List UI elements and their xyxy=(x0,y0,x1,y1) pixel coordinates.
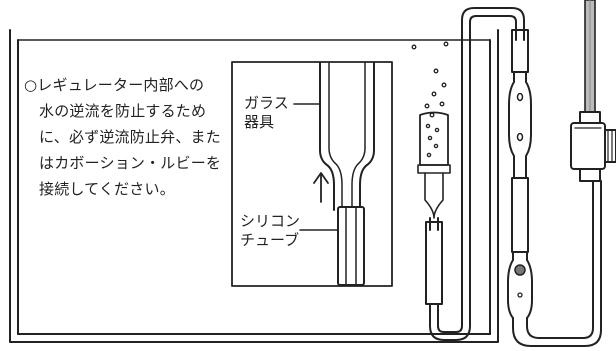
aquarium-tank xyxy=(9,29,499,343)
co2-supply-hose xyxy=(584,0,596,119)
tubing-lower-bend xyxy=(512,195,602,347)
detail-inset-box xyxy=(231,61,393,287)
bubbles xyxy=(411,41,449,158)
tubing-over-rim xyxy=(461,7,525,41)
silicone-label-line: チューブ xyxy=(240,231,300,249)
note-line: 水の逆流を防止するため xyxy=(39,102,207,120)
glass-diffuser xyxy=(417,111,451,321)
note-line: に、必ず逆流防止弁、また xyxy=(39,128,221,146)
glass-apparatus-label: ガラス 器具 xyxy=(244,94,289,132)
note-line: ○レギュレーター内部への xyxy=(24,76,205,94)
silicone-label-line: シリコン xyxy=(240,212,301,230)
note-line: はカボーション・ルビーを xyxy=(39,154,222,172)
glass-label-line: 器具 xyxy=(244,113,275,131)
note-line: 接続してください。 xyxy=(39,180,175,198)
glass-label-line: ガラス xyxy=(244,94,289,112)
check-valve xyxy=(507,29,533,319)
silicone-tube-label: シリコン チューブ xyxy=(240,212,300,250)
backflow-warning-note: ○レギュレーター内部への 水の逆流を防止するため に、必ず逆流防止弁、また はカ… xyxy=(24,72,224,202)
valve-fitting xyxy=(570,111,616,197)
tubing-u-bend xyxy=(429,39,471,341)
